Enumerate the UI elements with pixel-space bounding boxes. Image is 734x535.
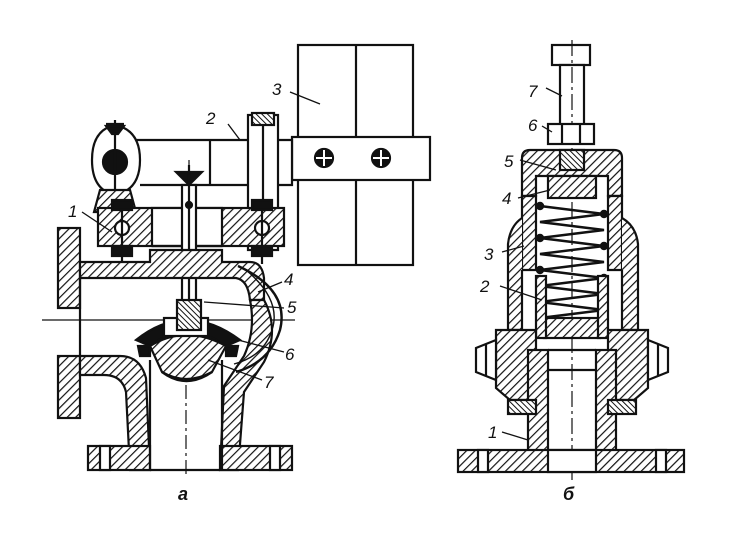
labels-a: 1 2 3 4 5 6 7 а <box>68 80 297 504</box>
label-b-1: 1 <box>488 423 497 442</box>
leader-lines-b <box>499 87 563 441</box>
bellows-wall <box>235 264 283 374</box>
bolt-icon <box>313 147 335 169</box>
bolt-icon <box>370 147 392 169</box>
counterweight <box>290 43 432 267</box>
label-a-2: 2 <box>205 109 216 128</box>
leader-lines-a <box>81 91 321 381</box>
label-b-7: 7 <box>528 82 538 101</box>
label-a-4: 4 <box>284 270 293 289</box>
label-a-1: 1 <box>68 202 77 221</box>
adjusting-screw <box>550 43 592 67</box>
valve-body <box>42 226 295 478</box>
spring-valve-drawing <box>456 40 686 480</box>
bonnet-cap <box>520 148 624 198</box>
caption-b: б <box>563 484 575 504</box>
fulcrum <box>90 120 142 214</box>
valve-disc <box>133 298 243 383</box>
label-b-6: 6 <box>528 116 538 135</box>
label-a-3: 3 <box>272 80 282 99</box>
lower-spring-plate <box>542 316 602 340</box>
label-b-2: 2 <box>479 277 490 296</box>
caption-a: а <box>178 484 188 504</box>
label-a-7: 7 <box>264 373 274 392</box>
housing <box>520 194 538 272</box>
label-a-5: 5 <box>287 298 297 317</box>
label-a-6: 6 <box>285 345 295 364</box>
label-b-4: 4 <box>502 189 511 208</box>
label-b-3: 3 <box>484 245 494 264</box>
labels-b: 7 6 5 4 3 2 1 б <box>479 82 575 504</box>
label-b-5: 5 <box>504 152 514 171</box>
upper-spring-plate <box>546 174 598 200</box>
lock-nut <box>546 122 596 146</box>
lever-valve-drawing <box>42 43 432 478</box>
